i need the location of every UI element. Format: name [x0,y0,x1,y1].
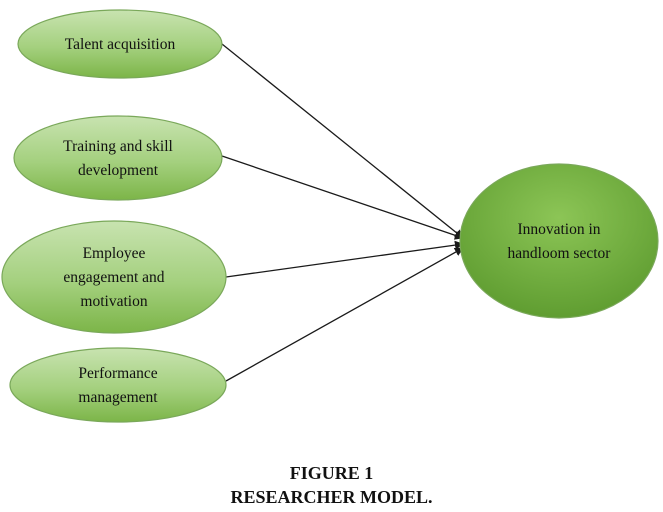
node-talent-label-line: Talent acquisition [65,36,176,53]
node-engagement-label-line: Employee [83,245,146,262]
node-innovation-ellipse [459,163,659,319]
node-engagement: Employee engagement and motivation [1,220,227,334]
node-innovation: Innovation in handloom sector [459,163,659,319]
node-engagement-ellipse [1,220,227,334]
node-innovation-label-line: Innovation in [517,221,600,238]
figure-number: FIGURE 1 [289,463,374,483]
node-performance: Performance management [9,347,227,423]
node-talent-ellipse [17,9,223,79]
node-performance-ellipse [9,347,227,423]
node-innovation-label-line: handloom sector [508,245,612,262]
arrow-engagement-to-innovation [225,240,464,278]
arrow-performance-to-innovation [225,247,464,382]
arrow-talent-to-innovation [221,43,464,239]
node-engagement-label-line: engagement and [63,269,164,286]
arrow-training-to-innovation [221,155,464,240]
node-training-ellipse [13,115,223,201]
node-engagement-label-line: motivation [80,293,147,310]
node-training-label-line: Training and skill [63,138,173,155]
node-performance-label-line: management [78,389,158,406]
node-training-label-line: development [78,162,159,179]
edges-layer [221,43,464,382]
node-training: Training and skill development [13,115,223,201]
figure-title: RESEARCHER MODEL. [230,487,433,507]
node-performance-label-line: Performance [78,365,157,382]
node-talent: Talent acquisition [17,9,223,79]
